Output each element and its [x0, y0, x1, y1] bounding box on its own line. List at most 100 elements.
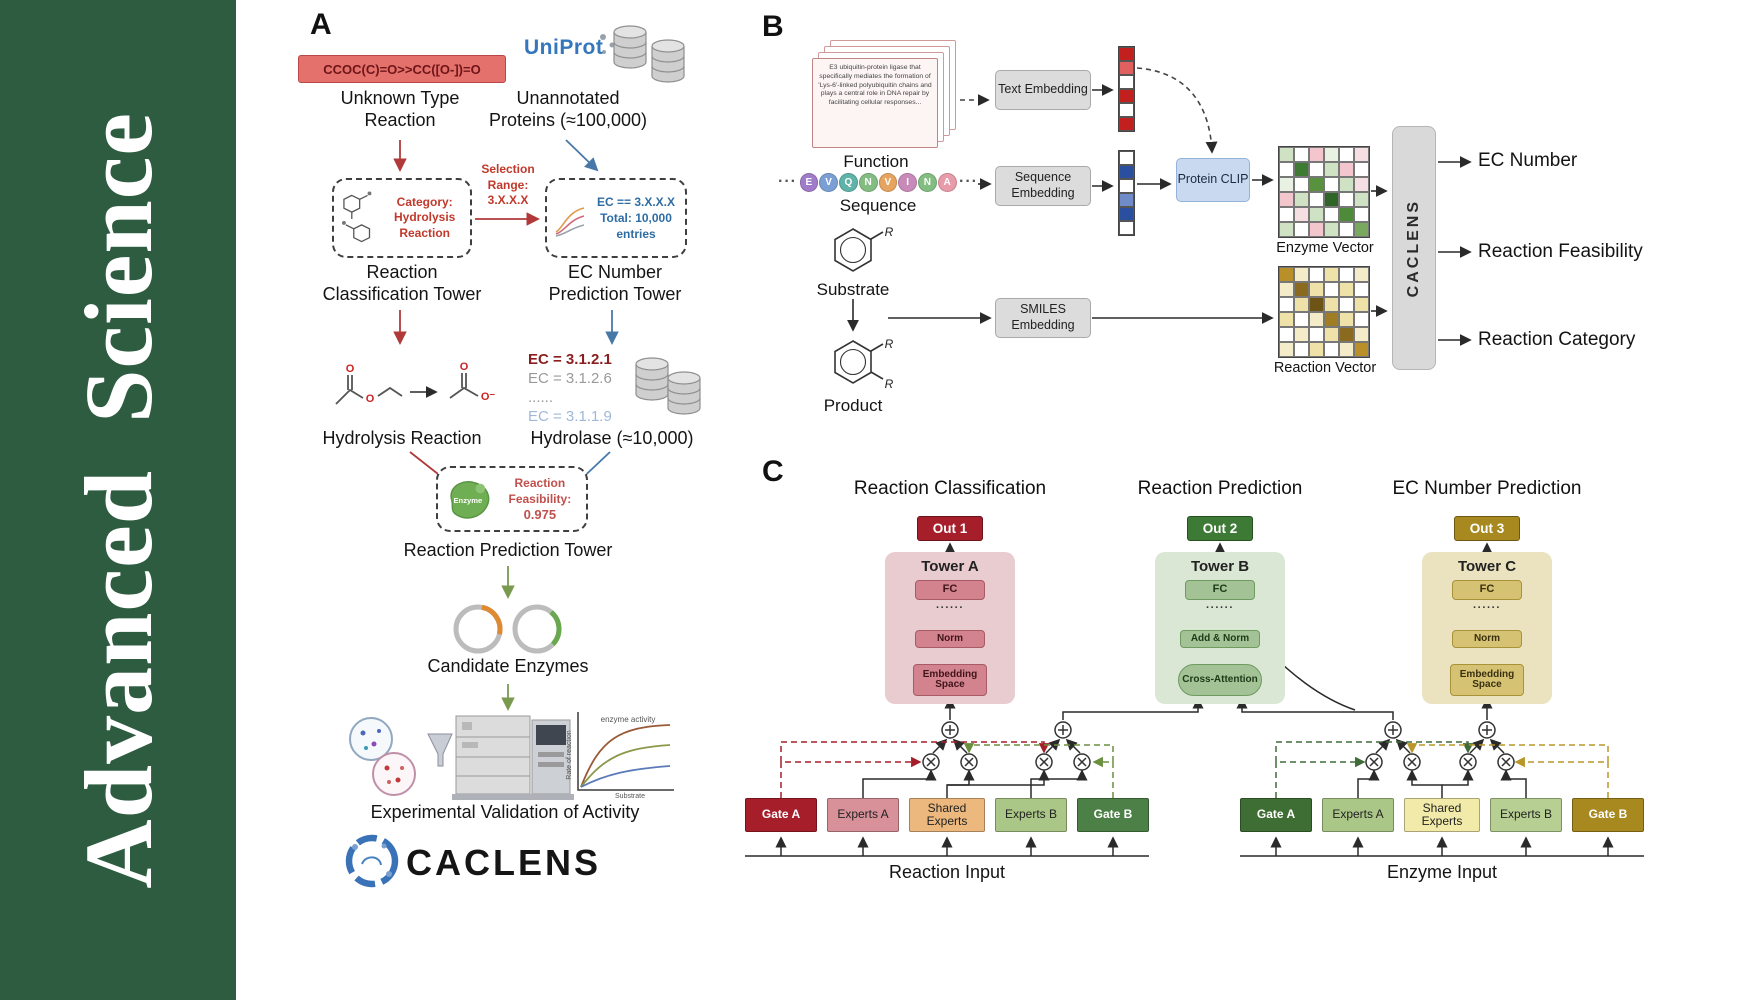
vector-cell [1119, 117, 1134, 131]
matrix-cell [1324, 282, 1339, 297]
matrix-cell [1354, 342, 1369, 357]
residue-circle: V [819, 172, 838, 192]
matrix-cell [1339, 312, 1354, 327]
tower-a-panel: Tower A FC ······ Norm Embedding Space [885, 552, 1015, 704]
caclens-model-label: CACLENS [1405, 198, 1422, 298]
residue-circle: V [878, 172, 898, 192]
matrix-cell [1309, 207, 1324, 222]
reaction-input-label: Reaction Input [888, 862, 1006, 882]
function-label: Function [843, 152, 909, 171]
vector-cell [1119, 103, 1134, 117]
shared-experts-enzyme: Shared Experts [1404, 798, 1480, 832]
shared-experts-reaction: Shared Experts [909, 798, 985, 832]
ec-list-item: EC = 3.1.2.1 [528, 351, 612, 368]
text-embedding-vector [1118, 46, 1135, 132]
matrix-cell [1339, 177, 1354, 192]
matrix-cell [1339, 162, 1354, 177]
embedding-space-block: Embedding Space [1450, 664, 1524, 696]
matrix-cell [1324, 147, 1339, 162]
database-stack-icon [613, 25, 685, 83]
panel-a-label: A [310, 8, 332, 41]
substrate-label: Substrate [816, 280, 890, 299]
matrix-cell [1294, 327, 1309, 342]
matrix-cell [1294, 192, 1309, 207]
smiles-reaction-box: CCOC(C)=O>>CC([O-])=O [298, 55, 506, 83]
fc-block: FC [1185, 580, 1255, 600]
matrix-cell [1294, 222, 1309, 237]
vector-cell [1119, 165, 1134, 179]
sequence-ellipsis: ··· [959, 173, 978, 190]
matrix-cell [1354, 282, 1369, 297]
residue-circle: I [898, 172, 917, 192]
matrix-cell [1339, 222, 1354, 237]
experts-b-reaction: Experts B [995, 798, 1067, 832]
oxygen-anion-label: O⁻ [481, 391, 496, 403]
matrix-cell [1279, 222, 1294, 237]
validation-label: Experimental Validation of Activity [370, 802, 640, 822]
product-label: Product [823, 396, 883, 415]
vector-cell [1119, 179, 1134, 193]
enzyme-vector-label: Enzyme Vector [1276, 240, 1374, 256]
ec-list-item: ...... [528, 389, 554, 406]
panel-b-arrows [847, 67, 1472, 346]
ec-prediction-box: EC == 3.X.X.X Total: 10,000 entries [545, 178, 687, 258]
r-group-label: R [885, 377, 894, 391]
matrix-cell [1354, 162, 1369, 177]
out1-box: Out 1 [917, 516, 983, 541]
matrix-cell [1279, 282, 1294, 297]
gate-a-reaction: Gate A [745, 798, 817, 832]
residue-circle: A [937, 172, 957, 192]
hydrolysis-structure: O O O O⁻ [335, 361, 496, 405]
reaction-classification-box: Category: Hydrolysis Reaction [332, 178, 472, 258]
gate-b-reaction: Gate B [1077, 798, 1149, 832]
mixing-operators [922, 721, 1515, 771]
matrix-cell [1279, 342, 1294, 357]
matrix-cell [1279, 162, 1294, 177]
caclens-model-box: CACLENS [1392, 126, 1436, 370]
r-group-label: R [885, 337, 894, 351]
reaction-feasibility-box: Enzyme Reaction Feasibility: 0.975 [436, 466, 588, 532]
matrix-cell [1294, 282, 1309, 297]
matrix-cell [1354, 267, 1369, 282]
category-label: Category: Hydrolysis Reaction [393, 194, 456, 240]
matrix-cell [1339, 282, 1354, 297]
matrix-cell [1279, 312, 1294, 327]
oxygen-atom-label: O [366, 393, 375, 405]
ec-list-item: EC = 3.1.2.6 [528, 370, 612, 387]
ec-total-label: Total: 10,000 entries [600, 210, 672, 242]
column-title-reaction-classification: Reaction Classification [853, 478, 1047, 499]
activity-plot: enzyme activity Substrate Rate of reacti… [566, 712, 674, 800]
matrix-cell [1309, 222, 1324, 237]
matrix-cell [1324, 177, 1339, 192]
matrix-cell [1309, 147, 1324, 162]
norm-block: Norm [1452, 630, 1522, 648]
journal-sidebar: Advanced Science [0, 0, 236, 1000]
output-ec-number: EC Number [1478, 150, 1578, 171]
oxygen-atom-label: O [460, 361, 469, 373]
vector-cell [1119, 75, 1134, 89]
matrix-cell [1324, 297, 1339, 312]
matrix-cell [1279, 147, 1294, 162]
matrix-cell [1324, 222, 1339, 237]
matrix-cell [1279, 297, 1294, 312]
classification-tower-label: Reaction Classification Tower [322, 262, 482, 304]
matrix-cell [1324, 192, 1339, 207]
smiles-embedding-box: SMILES Embedding [995, 298, 1091, 338]
fc-block: FC [915, 580, 985, 600]
plasmid-icons [453, 604, 562, 654]
enzyme-blob-label: Enzyme [453, 496, 482, 505]
gate-b-enzyme: Gate B [1572, 798, 1644, 832]
plot-title: enzyme activity [601, 715, 656, 724]
matrix-cell [1354, 192, 1369, 207]
matrix-cell [1294, 342, 1309, 357]
matrix-cell [1309, 177, 1324, 192]
column-title-ec-number-prediction: EC Number Prediction [1392, 478, 1582, 499]
matrix-cell [1279, 327, 1294, 342]
matrix-cell [1339, 192, 1354, 207]
tower-b-panel: Tower B FC ······ Add & Norm Cross-Atten… [1155, 552, 1285, 704]
hydrolysis-reaction-label: Hydrolysis Reaction [322, 428, 482, 448]
curves-icon [555, 207, 585, 237]
text-embedding-box: Text Embedding [995, 70, 1091, 110]
selection-range-label: Selection Range: 3.X.X.X [481, 162, 535, 208]
